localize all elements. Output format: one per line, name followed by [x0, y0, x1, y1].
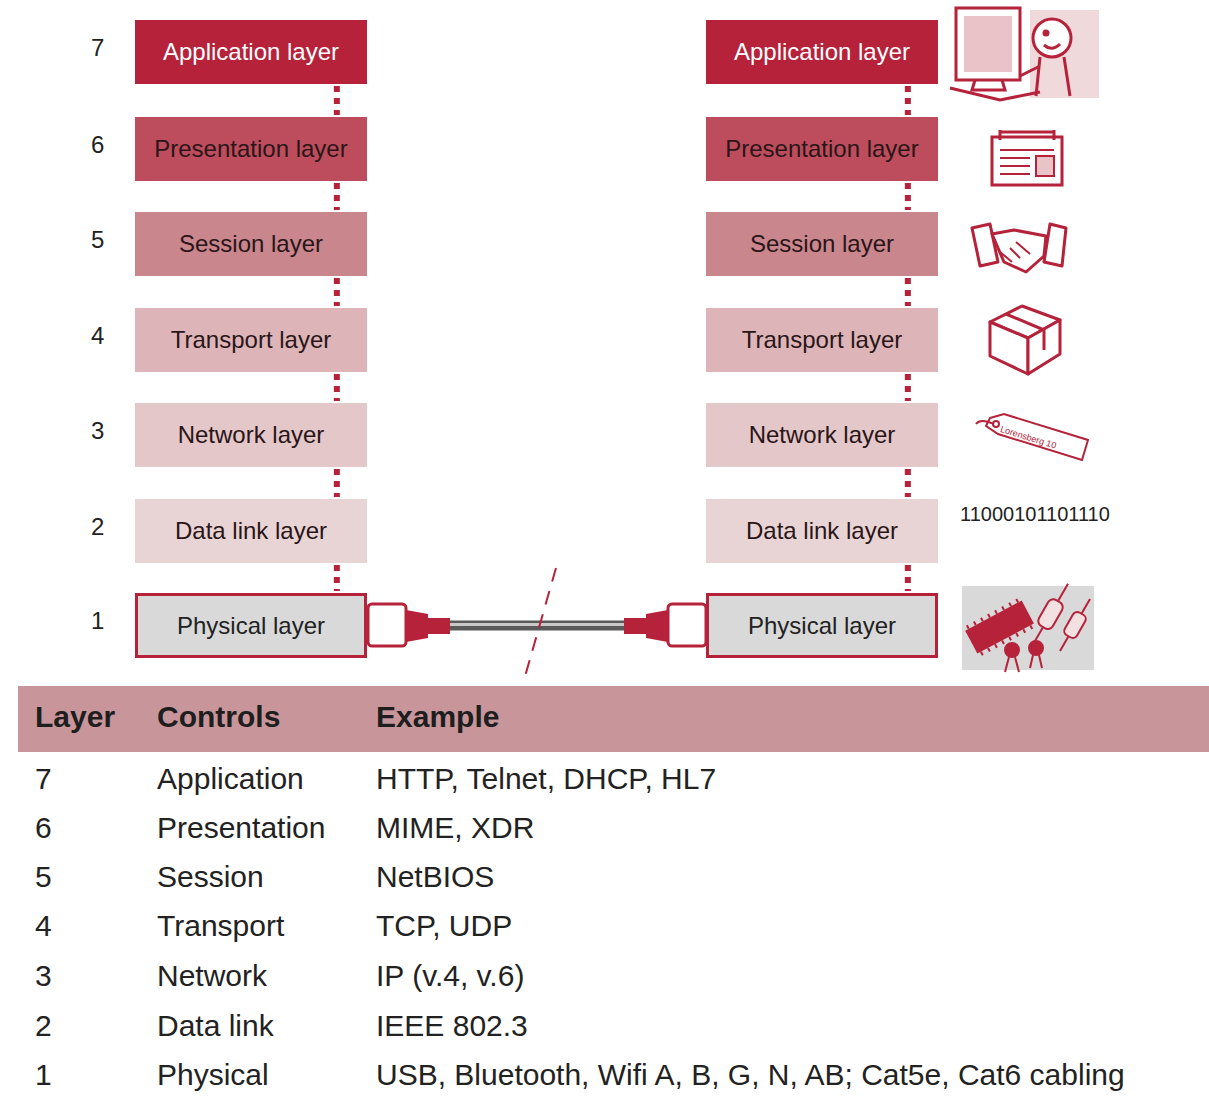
table-controls: Data link — [157, 1009, 274, 1043]
layer-name: Presentation layer — [725, 135, 918, 163]
connector — [907, 86, 908, 115]
connector — [336, 278, 337, 306]
layer-name: Physical layer — [748, 612, 896, 640]
table-layer-number: 2 — [35, 1009, 52, 1043]
layer-number: 1 — [91, 607, 104, 635]
layer-box: Application layer — [135, 20, 367, 84]
table-example: USB, Bluetooth, Wifi A, B, G, N, AB; Cat… — [376, 1058, 1125, 1092]
table-layer-number: 6 — [35, 811, 52, 845]
table-layer-number: 7 — [35, 762, 52, 796]
table-layer-number: 4 — [35, 909, 52, 943]
layer-number: 2 — [91, 513, 104, 541]
table-controls: Network — [157, 959, 267, 993]
table-header: Layer — [35, 700, 115, 734]
layer-box: Transport layer — [135, 308, 367, 372]
handshake-icon — [972, 224, 1066, 272]
connector — [907, 469, 908, 497]
layer-name: Network layer — [178, 421, 325, 449]
connector — [336, 86, 337, 115]
connector — [907, 374, 908, 401]
table-example: HTTP, Telnet, DHCP, HL7 — [376, 762, 716, 796]
layer-box: Data link layer — [706, 499, 938, 563]
break-mark — [524, 568, 556, 680]
layer-box: Transport layer — [706, 308, 938, 372]
table-header: Example — [376, 700, 499, 734]
layer-number: 5 — [91, 226, 104, 254]
table-controls: Transport — [157, 909, 284, 943]
newspaper-icon — [992, 130, 1062, 185]
layer-name: Data link layer — [175, 517, 327, 545]
layer-name: Application layer — [734, 38, 910, 66]
layer-number: 4 — [91, 322, 104, 350]
table-example: IEEE 802.3 — [376, 1009, 528, 1043]
layer-box: Application layer — [706, 20, 938, 84]
electronics-icon — [962, 580, 1096, 672]
connector — [336, 374, 337, 401]
layer-number: 7 — [91, 34, 104, 62]
layer-box: Presentation layer — [135, 117, 367, 181]
table-header-band: Layer Controls Example — [18, 686, 1209, 752]
layer-box: Physical layer — [135, 593, 367, 658]
layer-box: Presentation layer — [706, 117, 938, 181]
layer-name: Session layer — [179, 230, 323, 258]
table-controls: Presentation — [157, 811, 325, 845]
layer-box: Data link layer — [135, 499, 367, 563]
layer-box: Network layer — [706, 403, 938, 467]
table-controls: Session — [157, 860, 264, 894]
table-example: IP (v.4, v.6) — [376, 959, 524, 993]
layer-box: Network layer — [135, 403, 367, 467]
table-controls: Application — [157, 762, 304, 796]
layer-name: Transport layer — [742, 326, 903, 354]
layer-number: 3 — [91, 417, 104, 445]
table-header: Controls — [157, 700, 280, 734]
parcel-icon — [990, 306, 1060, 374]
computer-user-icon — [950, 8, 1099, 100]
cable-plug — [624, 604, 706, 646]
layer-name: Presentation layer — [154, 135, 347, 163]
table-example: MIME, XDR — [376, 811, 534, 845]
table-controls: Physical — [157, 1058, 269, 1092]
connector — [907, 278, 908, 306]
connector — [907, 565, 908, 591]
layer-box: Session layer — [135, 212, 367, 276]
connector — [336, 183, 337, 210]
table-example: NetBIOS — [376, 860, 494, 894]
address-tag-icon — [976, 414, 1088, 460]
layer-number: 6 — [91, 131, 104, 159]
table-example: TCP, UDP — [376, 909, 512, 943]
layer-name: Transport layer — [171, 326, 332, 354]
layer-name: Physical layer — [177, 612, 325, 640]
connector — [907, 183, 908, 210]
table-layer-number: 1 — [35, 1058, 52, 1092]
layer-name: Session layer — [750, 230, 894, 258]
layer-box: Session layer — [706, 212, 938, 276]
layer-name: Network layer — [749, 421, 896, 449]
table-layer-number: 3 — [35, 959, 52, 993]
layer-box: Physical layer — [706, 593, 938, 658]
cable-plug — [368, 604, 450, 646]
connector — [336, 565, 337, 591]
binary-digits: 11000101101110 — [960, 503, 1110, 526]
table-layer-number: 5 — [35, 860, 52, 894]
connector — [336, 469, 337, 497]
layer-name: Application layer — [163, 38, 339, 66]
layer-name: Data link layer — [746, 517, 898, 545]
